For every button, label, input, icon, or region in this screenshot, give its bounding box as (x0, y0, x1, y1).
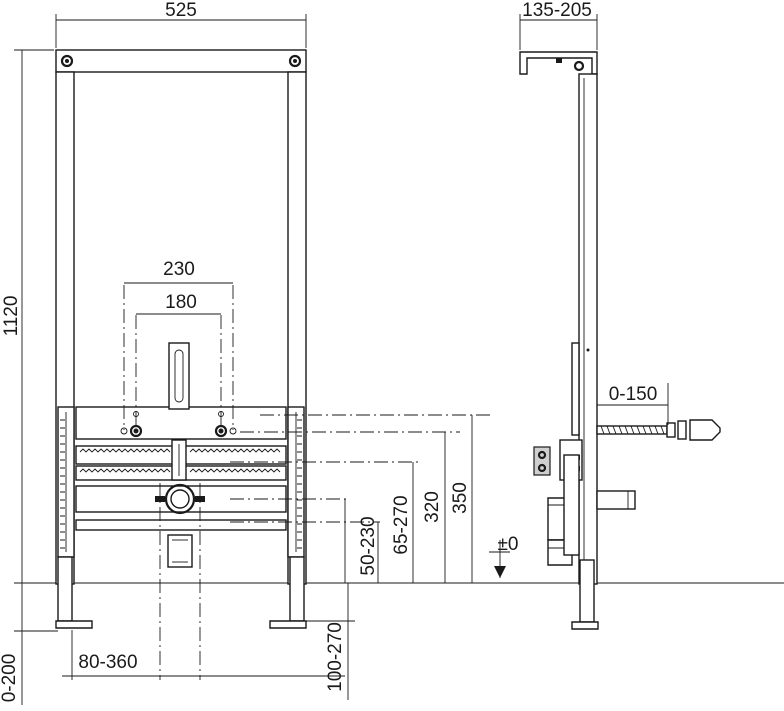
left-foot-plate (55, 620, 93, 629)
dim-frame-width: 525 (165, 0, 197, 21)
side-post (578, 73, 598, 585)
mount-hole-left (60, 54, 74, 68)
dim-bolt-length: 0-150 (609, 384, 658, 405)
bolt-cap (689, 419, 721, 441)
dimension-lines (14, 14, 473, 705)
top-rail (55, 49, 307, 73)
dim-frame-height: 1120 (1, 296, 22, 337)
dim-height-350: 350 (450, 482, 471, 514)
dim-height-65-270: 65-270 (391, 495, 412, 554)
dim-fitting-outer: 230 (163, 259, 195, 280)
fitting-hole-right (214, 424, 228, 438)
dim-feet-height: 100-270 (325, 622, 346, 692)
dim-fitting-inner: 180 (165, 292, 197, 313)
fitting-hole-left (129, 424, 143, 438)
right-scale (297, 419, 302, 549)
side-adjustment-rod (571, 342, 580, 436)
horizontal-outlet (596, 490, 636, 510)
side-dimension-lines (489, 14, 598, 578)
top-wall-bracket (519, 51, 598, 75)
dim-mounting-depth: 135-205 (522, 0, 592, 21)
drain-ring (164, 483, 196, 515)
left-foot-leg (57, 556, 73, 622)
side-view (519, 51, 721, 630)
side-foot-plate (571, 621, 599, 630)
front-view (55, 49, 490, 680)
dim-drain-offset: 80-360 (78, 652, 137, 673)
bottom-rail (75, 519, 287, 531)
side-foot-leg (579, 559, 595, 623)
fitting-plate (75, 406, 287, 440)
left-scale (60, 419, 65, 549)
right-foot-leg (289, 556, 305, 622)
dim-foot-depth: 0-200 (0, 654, 20, 703)
mount-hole-right (288, 54, 302, 68)
dim-height-320: 320 (422, 491, 443, 523)
right-foot-plate (269, 620, 307, 629)
adjustment-slot (168, 342, 190, 410)
dim-height-50-230: 50-230 (358, 516, 379, 575)
dim-floor-level: ±0 (498, 534, 519, 555)
